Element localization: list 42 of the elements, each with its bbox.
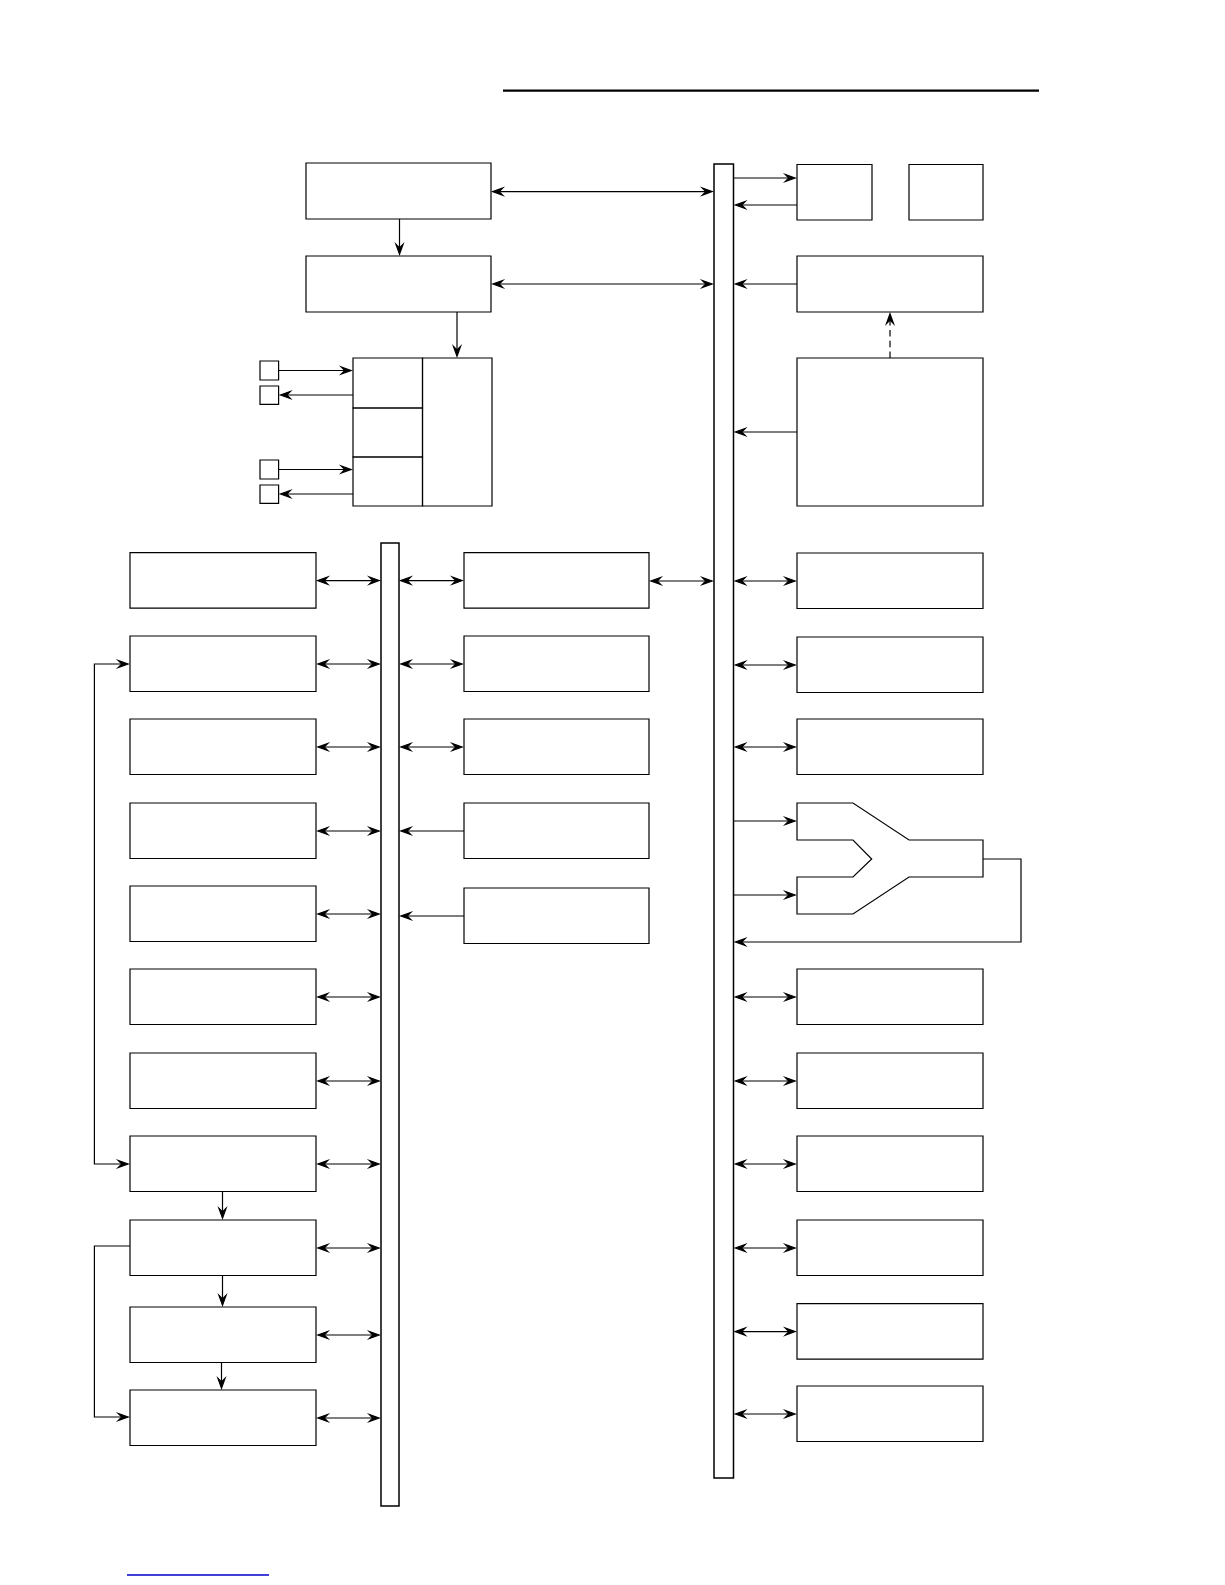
block-box xyxy=(129,635,317,693)
cell-box xyxy=(352,357,424,409)
block-box xyxy=(129,718,317,776)
block-box xyxy=(129,802,317,860)
block-box xyxy=(463,802,650,860)
small-square xyxy=(259,459,280,480)
cell-box xyxy=(352,456,424,507)
block-box xyxy=(305,255,492,313)
block-box xyxy=(796,1052,984,1110)
block-box xyxy=(129,885,317,943)
block-box xyxy=(796,1135,984,1193)
bus-bar xyxy=(713,163,735,1479)
block-box xyxy=(796,357,984,507)
block-box xyxy=(796,1385,984,1443)
cell-box xyxy=(421,357,493,507)
block-box xyxy=(129,968,317,1026)
block-box xyxy=(908,163,984,221)
block-box xyxy=(463,552,650,609)
block-box xyxy=(796,718,984,776)
block-box xyxy=(796,163,873,221)
block-box xyxy=(463,887,650,945)
block-box xyxy=(463,635,650,693)
y-junction-shape xyxy=(796,802,984,915)
cell-box xyxy=(352,407,424,458)
block-box xyxy=(129,552,317,609)
block-box xyxy=(796,255,984,313)
block-box xyxy=(129,1219,317,1277)
block-box xyxy=(129,1052,317,1110)
block-box xyxy=(796,1303,984,1360)
block-box xyxy=(796,1219,984,1277)
bus-bar xyxy=(380,542,400,1507)
block-box xyxy=(463,718,650,776)
block-box xyxy=(129,1306,317,1364)
block-box xyxy=(129,1135,317,1193)
block-box xyxy=(129,1389,317,1447)
block-box xyxy=(796,968,984,1026)
block-box xyxy=(305,162,492,220)
block-box xyxy=(796,552,984,610)
small-square xyxy=(259,484,280,504)
block-box xyxy=(796,636,984,694)
small-square xyxy=(259,360,280,381)
small-square xyxy=(259,385,280,405)
